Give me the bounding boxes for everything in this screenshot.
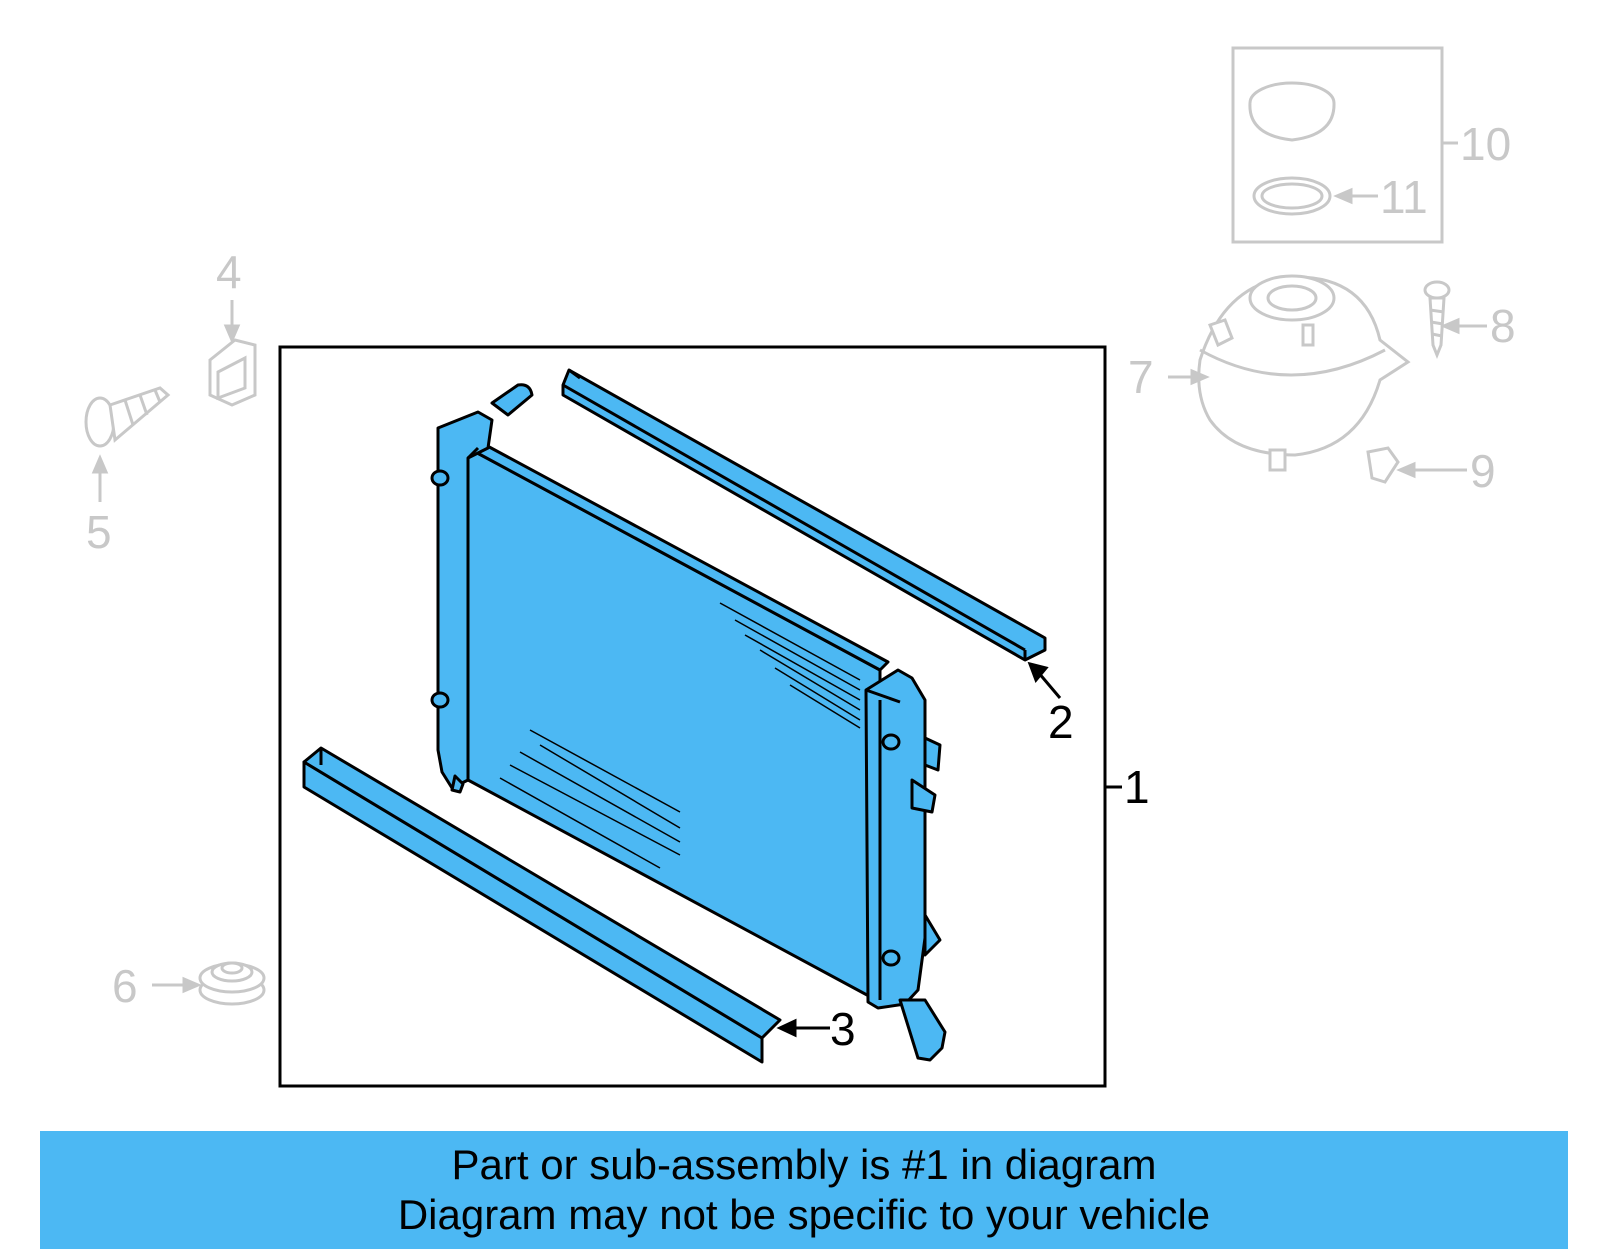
screw-part-8[interactable] — [1423, 280, 1451, 360]
clip-part-9[interactable] — [1366, 446, 1400, 484]
upper-air-guide[interactable] — [561, 368, 1047, 662]
callout-1: 1 — [1124, 761, 1150, 813]
callout-4: 4 — [216, 246, 242, 298]
lower-air-guide[interactable] — [302, 746, 782, 1064]
banner-line-2: Diagram may not be specific to your vehi… — [397, 1191, 1211, 1238]
bracket-part-4[interactable] — [208, 338, 257, 407]
callout-2: 2 — [1048, 696, 1074, 748]
radiator[interactable] — [430, 383, 947, 1062]
callout-6: 6 — [112, 960, 138, 1012]
callout-7: 7 — [1128, 351, 1154, 403]
callout-10: 10 — [1460, 118, 1511, 170]
callout-3: 3 — [830, 1003, 856, 1055]
grommet-part-6[interactable] — [198, 961, 266, 1006]
callout-8: 8 — [1490, 300, 1516, 352]
banner-line-1: Part or sub-assembly is #1 in diagram — [451, 1141, 1157, 1188]
callout-9: 9 — [1470, 445, 1496, 497]
callout-5: 5 — [86, 506, 112, 558]
info-banner: Part or sub-assembly is #1 in diagram Di… — [40, 1131, 1568, 1249]
callout-11: 11 — [1380, 171, 1428, 223]
expansion-tank[interactable] — [1197, 274, 1411, 472]
screw-part-5[interactable] — [84, 386, 171, 448]
assembly-frame — [278, 345, 1107, 1088]
cap-seal-group[interactable] — [1231, 46, 1444, 244]
leader-lines — [91, 141, 1487, 1038]
